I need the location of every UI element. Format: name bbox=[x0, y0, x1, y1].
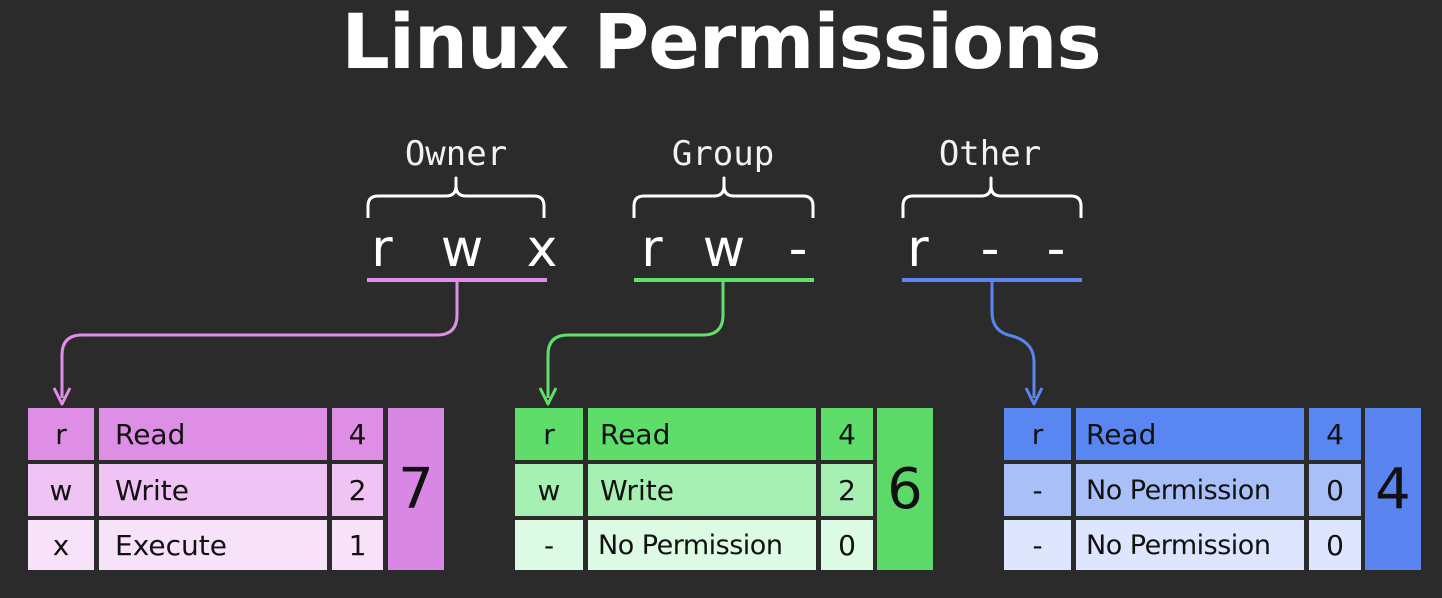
owner-row-name: Execute bbox=[99, 520, 327, 570]
group-connector bbox=[546, 282, 725, 398]
other-row-value: 0 bbox=[1309, 464, 1361, 516]
group-row-value: 0 bbox=[821, 520, 873, 570]
owner-row-symbol: x bbox=[28, 520, 94, 570]
diagram-title: Linux Permissions bbox=[341, 0, 1101, 86]
owner-brace bbox=[366, 176, 546, 218]
other-permission-string: r - - bbox=[866, 218, 1126, 280]
owner-char-write: w bbox=[440, 219, 484, 279]
owner-row-value: 1 bbox=[332, 520, 383, 570]
owner-row-symbol: r bbox=[28, 408, 94, 460]
owner-row-name: Read bbox=[99, 408, 327, 460]
other-row-name: No Permission bbox=[1076, 520, 1304, 570]
group-row-name: Write bbox=[588, 464, 816, 516]
group-char-execute: - bbox=[788, 219, 808, 279]
other-char-write: - bbox=[980, 219, 1000, 279]
owner-arrowhead bbox=[52, 387, 72, 406]
owner-row-symbol: w bbox=[28, 464, 94, 516]
other-arrowhead bbox=[1024, 387, 1044, 406]
group-row-symbol: r bbox=[515, 408, 583, 460]
group-brace bbox=[632, 176, 815, 218]
other-octal-total: 4 bbox=[1365, 408, 1421, 570]
owner-permission-string: r w x bbox=[336, 218, 596, 280]
group-row-value: 2 bbox=[821, 464, 873, 516]
owner-char-execute: x bbox=[526, 219, 558, 279]
group-row-symbol: - bbox=[515, 520, 583, 570]
other-label: Other bbox=[938, 134, 1042, 174]
other-connector bbox=[990, 282, 1036, 398]
group-octal-total: 6 bbox=[877, 408, 933, 570]
group-char-read: r bbox=[641, 219, 663, 279]
group-arrowhead bbox=[538, 387, 558, 406]
other-row-symbol: - bbox=[1004, 520, 1071, 570]
owner-connector bbox=[60, 282, 459, 398]
group-row-name: Read bbox=[588, 408, 816, 460]
group-char-write: w bbox=[702, 219, 746, 279]
owner-row-name: Write bbox=[99, 464, 327, 516]
group-row-name: No Permission bbox=[588, 520, 816, 570]
other-row-name: No Permission bbox=[1076, 464, 1304, 516]
group-permission-string: r w - bbox=[602, 218, 862, 280]
other-row-value: 4 bbox=[1309, 408, 1361, 460]
owner-octal-total: 7 bbox=[388, 408, 444, 570]
other-row-name: Read bbox=[1076, 408, 1304, 460]
owner-row-value: 4 bbox=[332, 408, 383, 460]
other-row-symbol: - bbox=[1004, 464, 1071, 516]
other-char-read: r bbox=[907, 219, 929, 279]
other-row-symbol: r bbox=[1004, 408, 1071, 460]
other-brace bbox=[901, 176, 1083, 218]
owner-char-read: r bbox=[371, 219, 393, 279]
other-row-value: 0 bbox=[1309, 520, 1361, 570]
group-row-value: 4 bbox=[821, 408, 873, 460]
other-char-execute: - bbox=[1046, 219, 1066, 279]
group-row-symbol: w bbox=[515, 464, 583, 516]
group-label: Group bbox=[671, 134, 775, 174]
owner-row-value: 2 bbox=[332, 464, 383, 516]
owner-label: Owner bbox=[404, 134, 508, 174]
